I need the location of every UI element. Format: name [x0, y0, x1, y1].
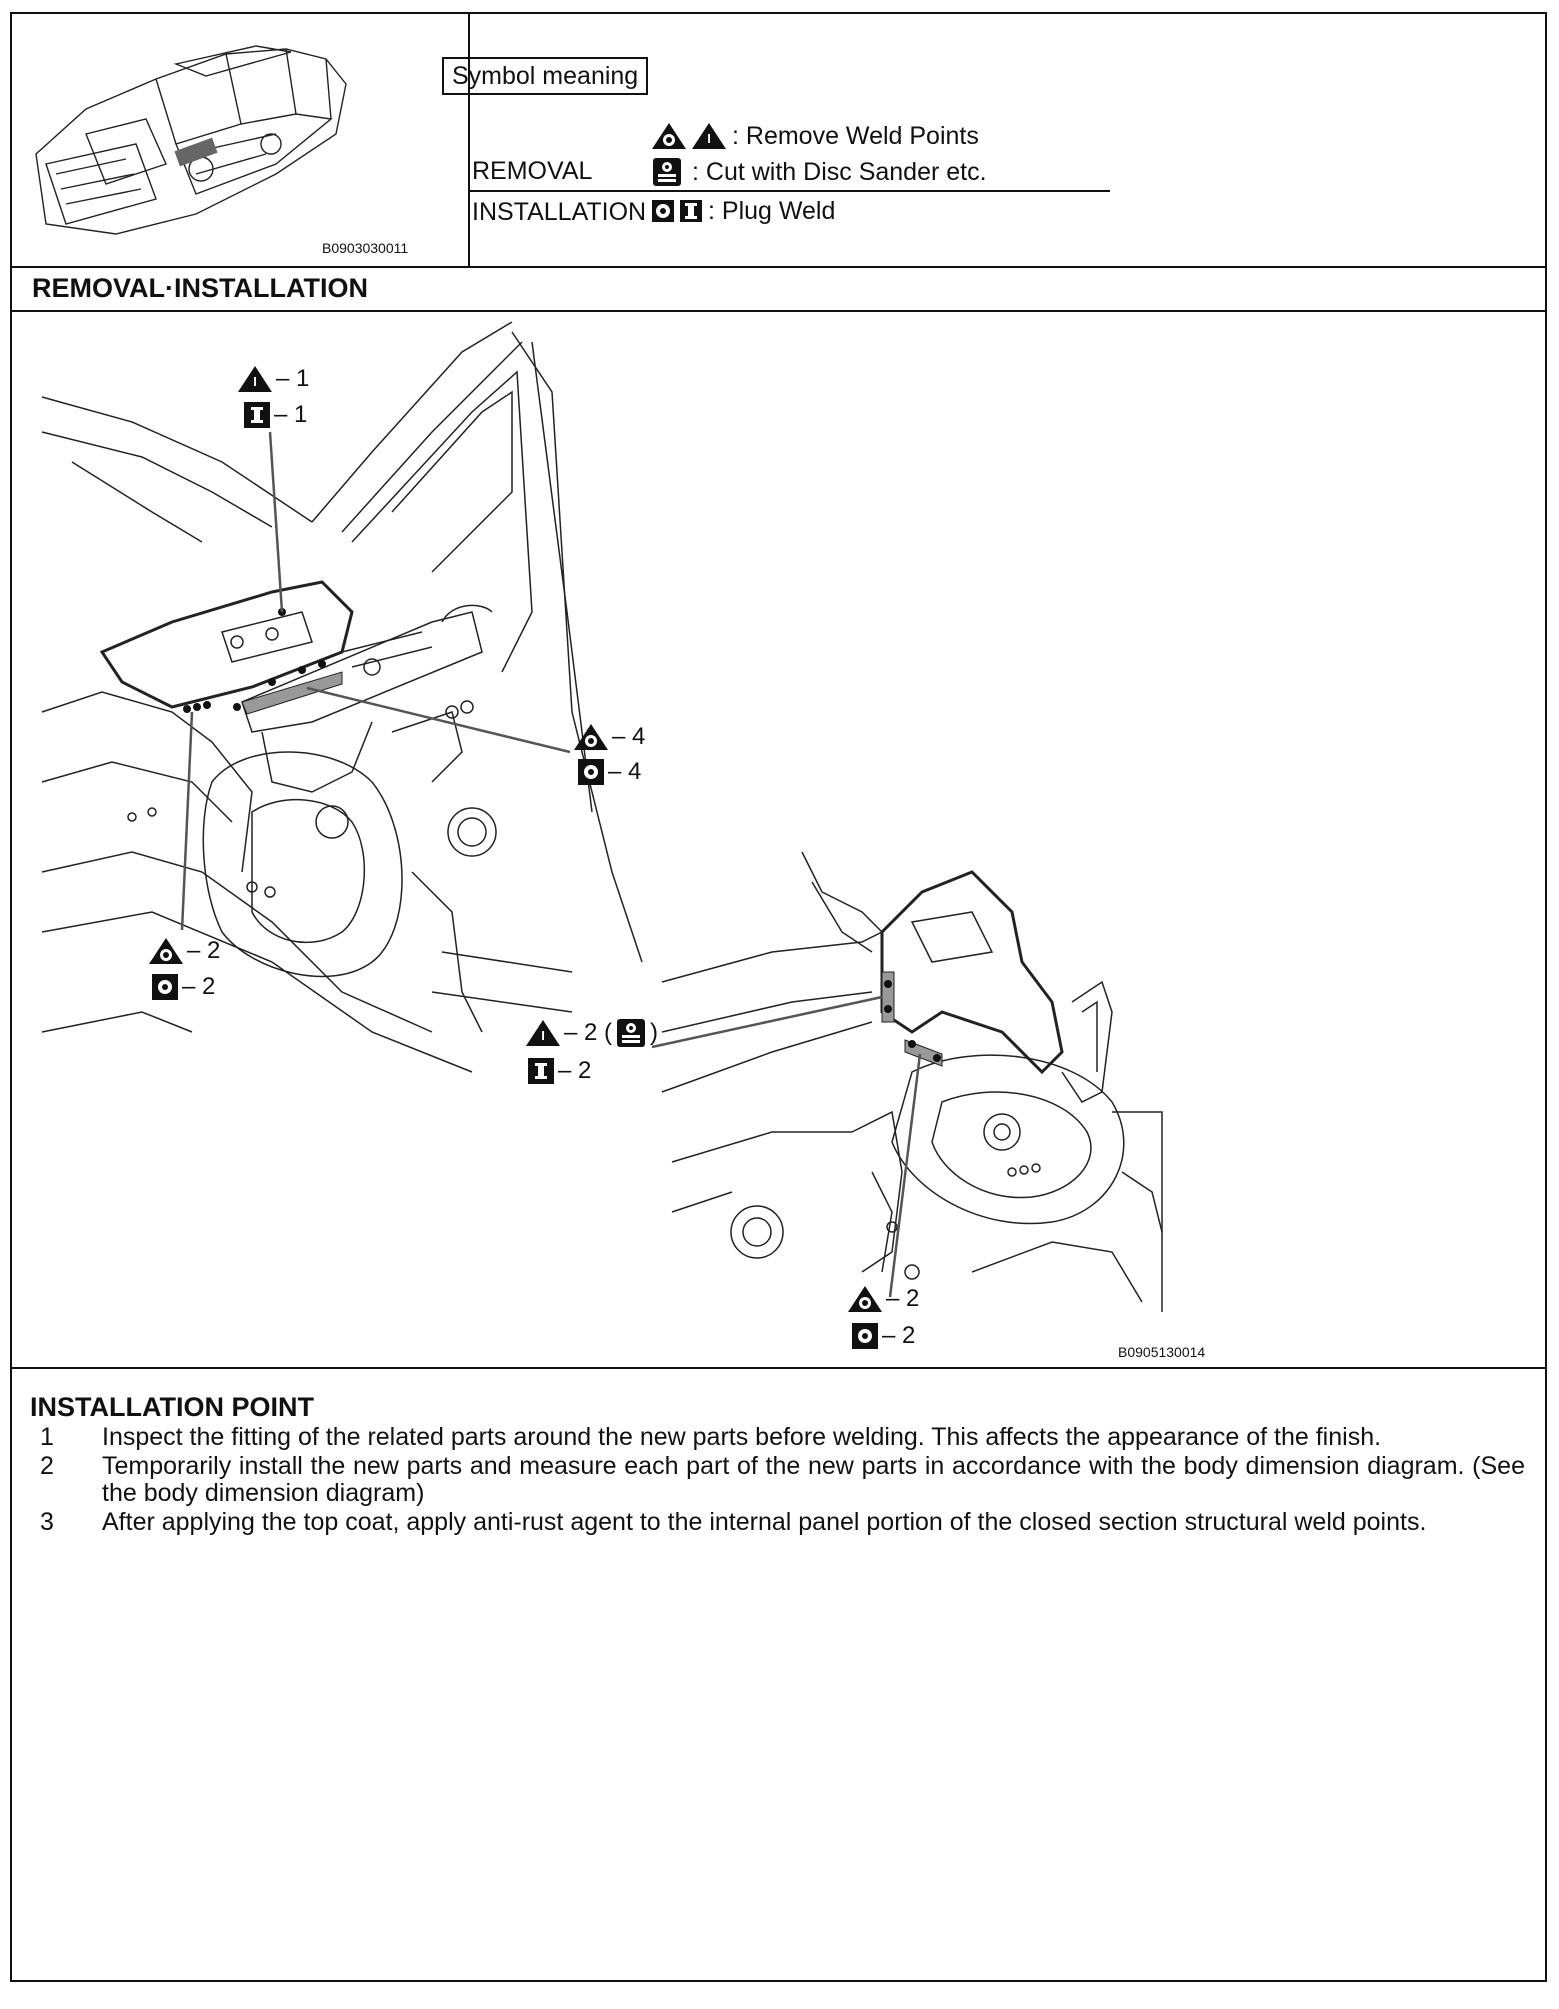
item-number: 2 [40, 1452, 54, 1480]
callout-plug-dot-2-left: – 2 [152, 972, 215, 1002]
triangle-i-icon: I [238, 366, 272, 392]
installation-label: INSTALLATION [472, 198, 647, 226]
installation-point: INSTALLATION POINT 1 Inspect the fitting… [30, 1392, 1525, 1536]
callout-text: – 4 [608, 758, 642, 785]
square-i-icon [680, 200, 702, 222]
item-text: Inspect the fitting of the related parts… [102, 1423, 1382, 1451]
callout-text: – 2 ( [564, 1019, 613, 1046]
item-text: After applying the top coat, apply anti-… [102, 1508, 1427, 1536]
callout-remove-i-2-cut: I – 2 ( ) [526, 1018, 658, 1048]
cut-text: : Cut with Disc Sander etc. [692, 158, 987, 186]
section-title: REMOVAL·INSTALLATION [32, 273, 368, 303]
callout-text: – 2 [187, 937, 221, 964]
callout-close: ) [650, 1019, 659, 1046]
callout-text: – 1 [274, 401, 308, 428]
triangle-dot-icon [848, 1286, 882, 1312]
remove-weld-text: : Remove Weld Points [732, 122, 979, 150]
callout-text: – 2 [182, 973, 216, 1000]
legend-separator [470, 190, 1110, 192]
triangle-dot-icon [652, 123, 686, 149]
plug-weld-text: : Plug Weld [708, 197, 836, 225]
installation-point-title: INSTALLATION POINT [30, 1392, 314, 1422]
callout-remove-dot-2-left: – 2 [149, 936, 220, 966]
callout-text: – 2 [886, 1285, 920, 1312]
symbol-meaning-title: Symbol meaning [442, 57, 649, 95]
legend-remove-weld: I : Remove Weld Points [652, 121, 979, 151]
disc-sander-icon [652, 157, 682, 187]
car-body-thumbnail [35, 45, 347, 235]
figure-code: B0905130014 [1118, 1344, 1206, 1360]
square-dot-icon [652, 200, 674, 222]
triangle-dot-icon [149, 938, 183, 964]
triangle-i-icon: I [526, 1020, 560, 1046]
square-dot-icon [578, 759, 604, 785]
removal-label: REMOVAL [472, 157, 593, 185]
figure-bottom-rule [12, 1367, 1545, 1369]
item-text: Temporarily install the new parts and me… [102, 1452, 1525, 1507]
callout-plug-i-2: – 2 [528, 1056, 591, 1086]
disc-sander-icon [616, 1018, 646, 1048]
square-dot-icon [852, 1323, 878, 1349]
callout-plug-dot-4: – 4 [578, 757, 641, 787]
triangle-dot-icon [574, 724, 608, 750]
callout-text: – 1 [276, 365, 310, 392]
callout-remove-dot-2-right: – 2 [848, 1284, 919, 1314]
callout-text: – 2 [882, 1322, 916, 1349]
thumbnail-code: B0903030011 [322, 240, 409, 256]
square-i-icon [528, 1058, 554, 1084]
callout-plug-i-1: – 1 [244, 400, 307, 430]
legend-plug-weld: : Plug Weld [652, 196, 835, 226]
callout-remove-dot-4: – 4 [574, 722, 645, 752]
page-frame: B0903030011 Symbol meaning I : Remove We… [10, 12, 1547, 1982]
list-item: 1 Inspect the fitting of the related par… [30, 1424, 1525, 1451]
callout-text: – 2 [558, 1057, 592, 1084]
body-panel-diagram [41, 321, 1163, 1312]
item-number: 3 [40, 1508, 54, 1536]
section-title-rule [12, 310, 1545, 312]
item-number: 1 [40, 1423, 54, 1451]
legend-cut: : Cut with Disc Sander etc. [652, 157, 987, 187]
header-divider [468, 14, 470, 266]
list-item: 2 Temporarily install the new parts and … [30, 1453, 1525, 1507]
list-item: 3 After applying the top coat, apply ant… [30, 1509, 1525, 1536]
header-bottom-rule [12, 266, 1545, 268]
square-i-icon [244, 402, 270, 428]
callout-text: – 4 [612, 723, 646, 750]
triangle-i-icon: I [692, 123, 726, 149]
callout-remove-i-1: I – 1 [238, 364, 309, 394]
square-dot-icon [152, 974, 178, 1000]
callout-plug-dot-2-right: – 2 [852, 1321, 915, 1351]
